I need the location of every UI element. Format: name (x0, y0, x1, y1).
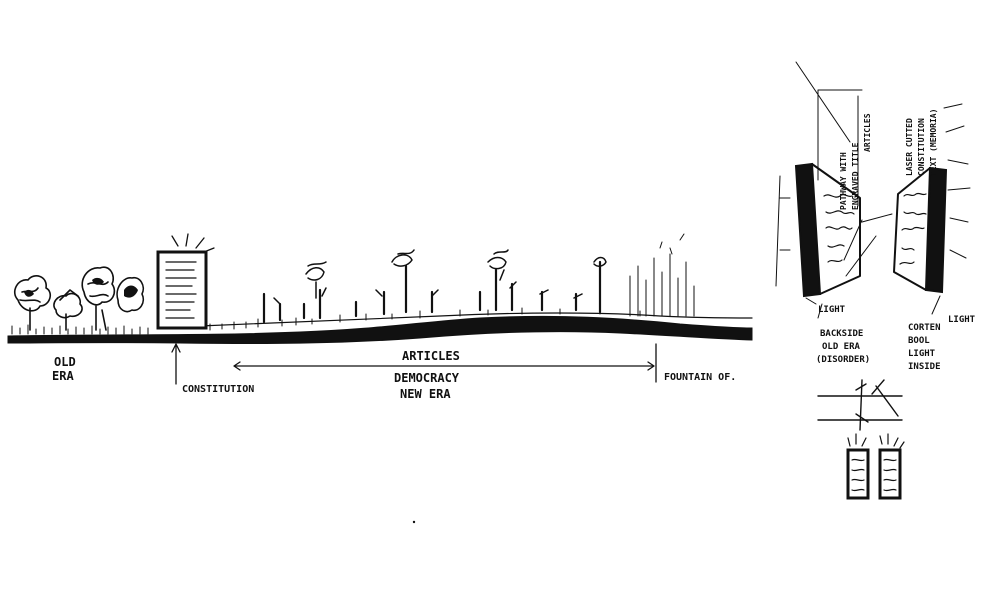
site-section: OLD ERA CONSTITUTION ARTICLES DEMOCRACY … (7, 233, 753, 401)
mini-panels (846, 433, 905, 500)
label-old-era-line1: OLD (54, 355, 76, 369)
label-backside-line3: (DISORDER) (816, 355, 870, 365)
ground-line (7, 315, 753, 344)
label-pathway-line3: ARTICLES (863, 113, 872, 152)
grass (11, 307, 641, 335)
pathway-label-group: PATHWAY WITH ENGRAVED TITLE ARTICLES (839, 113, 872, 210)
articles-posts (262, 249, 607, 324)
label-old-era-line2: ERA (52, 369, 74, 383)
label-corten-line3: LIGHT (908, 349, 936, 359)
label-backside-line2: OLD ERA (822, 342, 861, 352)
label-laser-line3: TEXT (MEMORIA) (929, 109, 938, 176)
old-era-trees (13, 266, 145, 331)
left-panel (794, 162, 861, 298)
right-panel (893, 166, 948, 294)
label-pathway-line2: ENGRAVED TITLE (851, 142, 860, 210)
detail-sketch: PATHWAY WITH ENGRAVED TITLE ARTICLES LAS… (775, 61, 976, 500)
label-corten-line1: CORTEN (908, 323, 941, 333)
leader-lines (805, 295, 941, 319)
label-articles: ARTICLES (402, 349, 460, 363)
label-democracy: DEMOCRACY (394, 371, 460, 385)
ink-dot (412, 520, 416, 524)
label-laser-line2: CONSTITUTION (917, 118, 926, 176)
laser-label-group: LASER CUTTED CONSTITUTION TEXT (MEMORIA) (905, 109, 938, 176)
fountain-lines (629, 233, 695, 317)
label-corten-line4: INSIDE (908, 362, 941, 372)
label-pathway-line1: PATHWAY WITH (839, 152, 848, 210)
terrain-line (199, 312, 753, 327)
label-backside-line1: BACKSIDE (820, 329, 863, 339)
label-laser-line1: LASER CUTTED (905, 118, 914, 176)
label-corten-line2: BOOL (908, 336, 930, 346)
label-light-left: LIGHT (818, 305, 846, 315)
label-constitution: CONSTITUTION (182, 384, 254, 395)
plan-symbol (817, 379, 903, 431)
dimension-arrows (171, 343, 657, 385)
label-fountain: FOUNTAIN OF. (664, 372, 736, 383)
constitution-monolith (156, 233, 215, 330)
perspective-lines (775, 61, 971, 287)
label-light-right: LIGHT (948, 315, 976, 325)
label-new-era: NEW ERA (400, 387, 451, 401)
